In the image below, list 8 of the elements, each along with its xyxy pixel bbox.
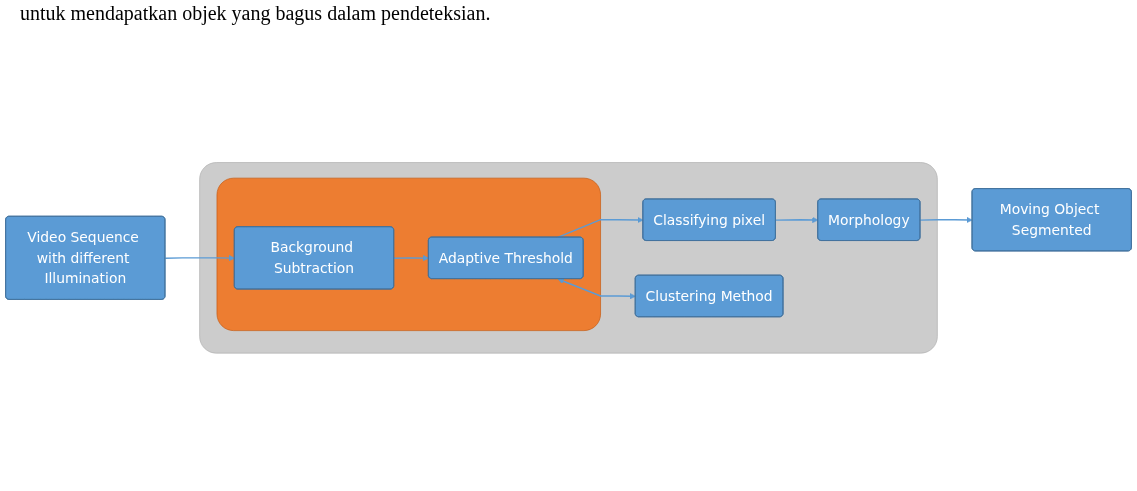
arrow bbox=[775, 216, 819, 223]
arrow bbox=[557, 277, 636, 299]
caption-text: untuk mendapatkan objek yang bagus dalam pendeteksian. bbox=[20, 2, 492, 25]
cluster bbox=[199, 161, 938, 354]
arrow bbox=[164, 254, 235, 261]
arrow bbox=[393, 254, 429, 261]
arrow bbox=[919, 216, 973, 223]
cluster bbox=[216, 177, 601, 331]
